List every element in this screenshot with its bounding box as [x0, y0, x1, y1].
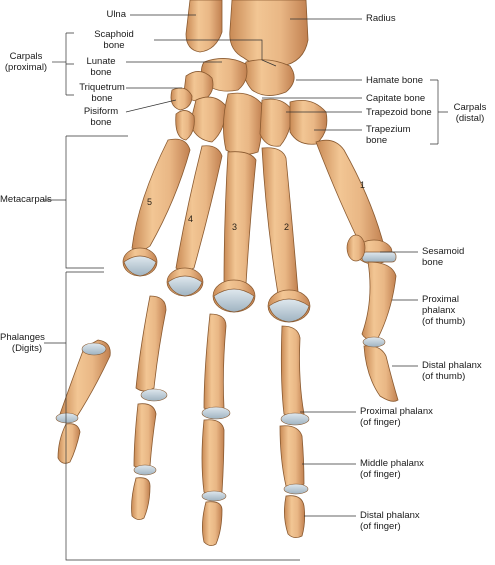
metacarpal-number-1: 1 [360, 180, 366, 190]
carpal-bones [170, 58, 328, 155]
metacarpal-number-3: 3 [232, 222, 238, 232]
label-proximal-phalanx-finger: Proximal phalanx (of finger) [360, 406, 433, 428]
metacarpals [131, 138, 385, 296]
capitate-bone [223, 92, 263, 155]
metacarpal-number-4: 4 [188, 214, 194, 224]
label-ulna: Ulna [106, 9, 126, 20]
metacarpal-heads [122, 247, 311, 323]
leader-lines [44, 14, 448, 561]
phalanges [57, 261, 399, 546]
label-trapezoid-bone: Trapezoid bone [366, 107, 432, 118]
joint-cartilage [55, 336, 386, 502]
scaphoid-bone [243, 59, 295, 96]
sesamoid-bone [346, 234, 366, 262]
ulna-bone [185, 0, 223, 53]
metacarpal-2 [261, 147, 299, 296]
label-distal-phalanx-finger: Distal phalanx (of finger) [360, 510, 420, 532]
label-distal-phalanx-thumb: Distal phalanx (of thumb) [422, 360, 482, 382]
metacarpal-4 [175, 145, 223, 272]
hook-of-hamate [175, 110, 195, 141]
label-carpals-proximal: Carpals (proximal) [4, 51, 48, 73]
label-carpals-distal: Carpals (distal) [453, 102, 487, 124]
label-phalanges: Phalanges (Digits) [0, 332, 45, 354]
label-middle-phalanx-finger: Middle phalanx (of finger) [360, 458, 424, 480]
label-lunate-bone: Lunate bone [86, 56, 116, 78]
thumb-joint [346, 234, 397, 265]
label-sesamoid-bone: Sesamoid bone [422, 246, 465, 268]
label-scaphoid-bone: Scaphoid bone [94, 29, 134, 51]
label-capitate-bone: Capitate bone [366, 93, 426, 104]
label-proximal-phalanx-thumb: Proximal phalanx (of thumb) [422, 294, 466, 327]
label-metacarpals: Metacarpals [0, 194, 52, 205]
label-triquetrum-bone: Triquetrum bone [79, 82, 125, 104]
label-radius: Radius [366, 13, 396, 24]
metacarpal-number-5: 5 [147, 197, 153, 207]
radius-bone [229, 0, 309, 68]
metacarpal-1 [315, 139, 385, 254]
metacarpal-number-2: 2 [284, 222, 290, 232]
label-pisiform-bone: Pisiform bone [83, 106, 119, 128]
hamate-bone [189, 96, 227, 143]
trapezoid-bone [259, 98, 293, 147]
metacarpal-3 [223, 151, 257, 288]
pisiform-bone [170, 87, 193, 111]
trapezium-bone [289, 99, 328, 145]
label-trapezium-bone: Trapezium bone [366, 124, 411, 146]
metacarpal-5 [131, 138, 191, 251]
label-hamate-bone: Hamate bone [366, 75, 424, 86]
